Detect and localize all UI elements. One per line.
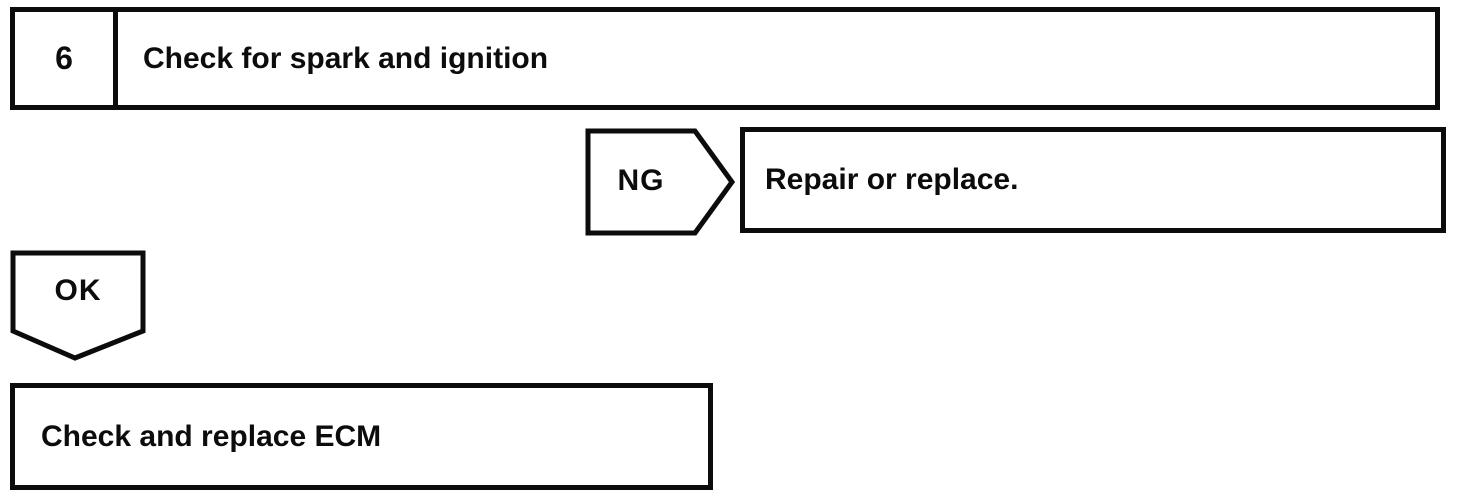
ok-arrow-pentagon-icon bbox=[10, 250, 146, 361]
ok-action-box: Check and replace ECM bbox=[10, 383, 713, 490]
ng-label: NG bbox=[617, 164, 665, 197]
step-title: Check for spark and ignition bbox=[143, 41, 549, 75]
step-number: 6 bbox=[55, 40, 73, 76]
ng-arrow-pentagon-icon bbox=[585, 128, 736, 236]
ok-label: OK bbox=[54, 274, 102, 307]
step-title-box: Check for spark and ignition bbox=[113, 7, 1440, 110]
ok-action-text: Check and replace ECM bbox=[41, 419, 382, 453]
ok-connector: OK bbox=[10, 250, 150, 362]
ng-action-text: Repair or replace. bbox=[765, 163, 1019, 196]
ng-connector: NG bbox=[585, 128, 737, 236]
step-number-cell: 6 bbox=[10, 7, 118, 110]
ng-action-box: Repair or replace. bbox=[740, 127, 1446, 233]
